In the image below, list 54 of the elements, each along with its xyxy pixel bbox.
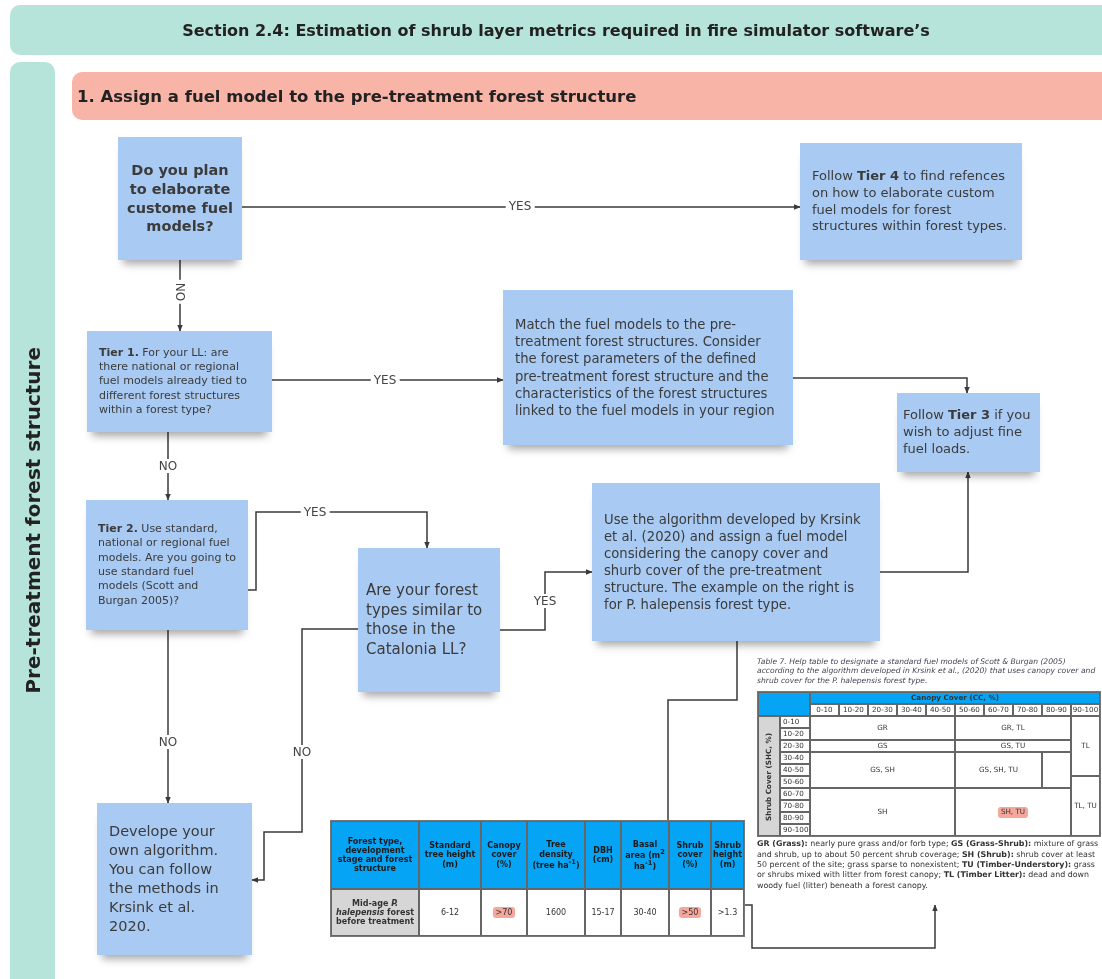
edge-label: NO bbox=[173, 279, 187, 305]
arrow bbox=[247, 511, 430, 591]
note-text: Do you plan to elaborate custome fuel models? bbox=[126, 160, 234, 237]
sticky-note bbox=[897, 393, 1040, 472]
header-cell: Canopy cover (%) bbox=[481, 821, 527, 889]
sticky-note bbox=[86, 500, 248, 630]
note-text: Are your forest types similar to those in the Catalonia LL? bbox=[366, 581, 484, 659]
table-cell: >50 bbox=[669, 889, 711, 936]
section-band bbox=[10, 62, 55, 979]
note-text: Use the algorithm developed by Krsink et al. (2020) and assign a fuel model considering the canopy cover and shurb cover of the pre-treatment structure. The example on the right is for P. halepensis forest type. bbox=[604, 510, 862, 614]
note-text: Tier 2. Use standard, national or regional fuel models. Are you going to use standard fuel models (Scott and Burgan 2005)? bbox=[98, 522, 236, 608]
step-band bbox=[72, 72, 1102, 120]
title-banner: Section 2.4: Estimation of shrub layer metrics required in fire simulator software’s bbox=[10, 5, 1102, 55]
table-cell: 15-17 bbox=[585, 889, 621, 936]
sticky-note bbox=[358, 548, 500, 692]
header-cell: Basal area (m$^{2}$ ha$^{-1}$) bbox=[621, 821, 669, 889]
arrow bbox=[251, 628, 359, 883]
sticky-note bbox=[118, 137, 242, 260]
table-cell: >1.3 bbox=[711, 889, 745, 936]
note-text: Tier 1. For your LL: are there national or regional fuel models already tied to different forest structures within a forest type? bbox=[99, 345, 248, 418]
row-header-cell: Mid-age P. halepensis forest before treatment bbox=[331, 889, 419, 936]
arrow bbox=[241, 204, 801, 210]
sticky-note bbox=[800, 143, 1022, 260]
header-cell: Tree density (tree ha$^{-1}$) bbox=[527, 821, 585, 889]
arrow bbox=[165, 629, 171, 804]
header-cell: Shrub height (m) bbox=[711, 821, 745, 889]
table-cell: >70 bbox=[481, 889, 527, 936]
arrow bbox=[744, 904, 938, 949]
sticky-note bbox=[592, 483, 880, 641]
arrow bbox=[792, 377, 970, 394]
arrow bbox=[879, 471, 971, 573]
connector-line bbox=[667, 640, 738, 821]
table-cell: 1600 bbox=[527, 889, 585, 936]
edge-label: YES bbox=[300, 505, 330, 519]
data-table bbox=[330, 820, 745, 937]
step-heading: 1. Assign a fuel model to the pre-treatment forest structure bbox=[77, 86, 637, 106]
table-cell: 30-40 bbox=[621, 889, 669, 936]
arrow bbox=[271, 377, 504, 383]
note-text: Match the fuel models to the pre-treatment forest structures. Consider the forest parameters of the defined pre-treatment forest structure and the characteristics of the forest structures linked to the fuel models in your region bbox=[515, 316, 776, 419]
note-text: Develope your own algorithm. You can follow the methods in Krsink et al. 2020. bbox=[109, 822, 220, 936]
sticky-note bbox=[503, 290, 793, 445]
edge-label: YES bbox=[370, 373, 400, 387]
header-cell: Forest type, development stage and forest structure bbox=[331, 821, 419, 889]
header-cell: Standard tree height (m) bbox=[419, 821, 481, 889]
arrow bbox=[499, 569, 593, 631]
header-cell: DBH (cm) bbox=[585, 821, 621, 889]
note-text: Follow Tier 4 to find refences on how to elaborate custom fuel models for forest structures within forest types. bbox=[812, 167, 1008, 236]
sticky-note bbox=[87, 331, 272, 432]
edge-label: YES bbox=[505, 199, 535, 213]
sticky-note bbox=[97, 803, 252, 955]
table-cell: 6-12 bbox=[419, 889, 481, 936]
header-cell: Shrub cover (%) bbox=[669, 821, 711, 889]
band-label: Pre-treatment forest structure bbox=[20, 347, 45, 694]
note-text: Follow Tier 3 if you wish to adjust fine fuel loads. bbox=[903, 407, 1032, 458]
